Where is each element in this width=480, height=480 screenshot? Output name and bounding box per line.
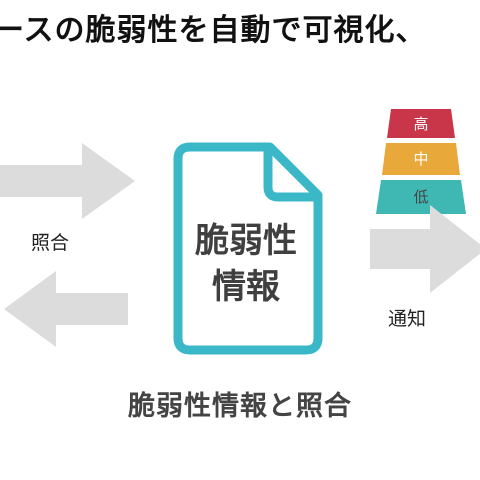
severity-medium-block (382, 143, 460, 175)
document-icon (173, 142, 323, 355)
severity-high-label: 高 (413, 115, 429, 133)
right-arrow-icon (0, 143, 135, 219)
notify-arrow-icon (370, 205, 480, 293)
severity-medium-label: 中 (413, 150, 429, 168)
headline: ースの脆弱性を自動で可視化、 (0, 13, 427, 48)
notify-label: 通知 (388, 308, 427, 330)
document-title-line1: 脆弱性 (195, 221, 297, 261)
document-title-line2: 情報 (212, 267, 280, 307)
severity-low-block (376, 180, 466, 214)
match-label: 照合 (31, 232, 70, 254)
caption: 脆弱性情報と照合 (128, 391, 352, 422)
severity-low-label: 低 (413, 188, 429, 206)
severity-high-block (387, 109, 455, 138)
left-arrow-icon (4, 271, 128, 347)
